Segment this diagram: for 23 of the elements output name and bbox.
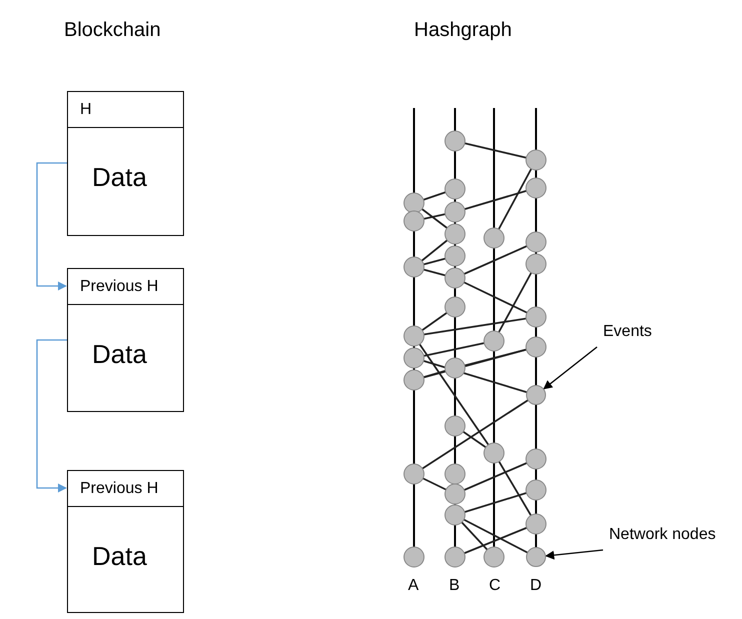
node-letter: C bbox=[489, 577, 501, 595]
node-letter: D bbox=[530, 577, 542, 595]
section-heading: Blockchain bbox=[64, 19, 161, 42]
callout-text: Events bbox=[603, 323, 652, 341]
event-circle bbox=[526, 547, 546, 567]
block-data: Data bbox=[91, 161, 148, 193]
block-box bbox=[67, 268, 184, 412]
block-box bbox=[67, 91, 184, 236]
event-circle bbox=[526, 385, 546, 405]
node-letter: B bbox=[449, 577, 460, 595]
block-box bbox=[67, 470, 184, 613]
block-header: Previous H bbox=[68, 471, 183, 507]
arrow bbox=[36, 339, 67, 493]
block-header: Previous H bbox=[68, 269, 183, 305]
section-heading: Hashgraph bbox=[414, 19, 512, 42]
node-letter: A bbox=[408, 577, 419, 595]
arrow bbox=[36, 162, 67, 291]
block-header: H bbox=[68, 92, 183, 128]
leader-line bbox=[545, 549, 604, 560]
leader-line bbox=[543, 346, 598, 390]
block-data: Data bbox=[91, 338, 148, 370]
callout-text: Network nodes bbox=[609, 526, 716, 544]
block-data: Data bbox=[91, 540, 148, 572]
